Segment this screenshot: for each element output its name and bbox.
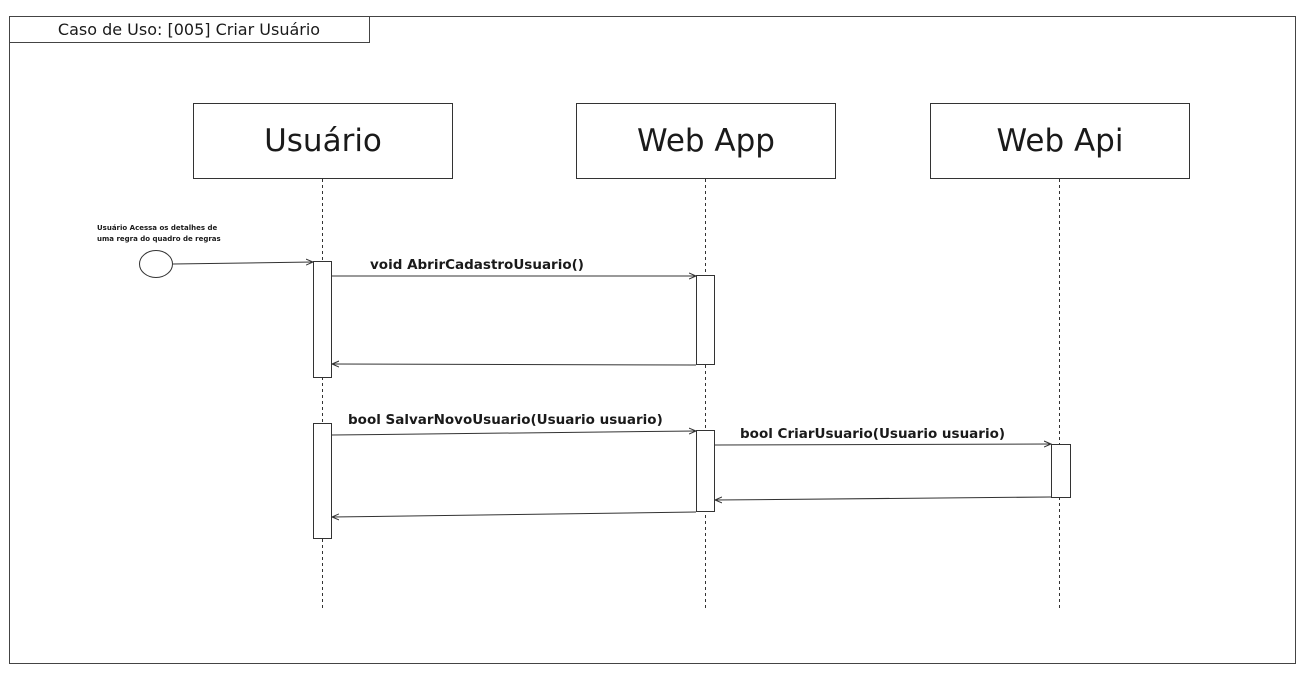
- initial-note-line2: uma regra do quadro de regras: [97, 235, 221, 243]
- activation-webapp-1: [696, 275, 715, 365]
- participant-usuario-box[interactable]: [193, 103, 453, 179]
- participant-usuario-label: Usuário: [264, 123, 382, 159]
- participant-webapi-box[interactable]: [930, 103, 1190, 179]
- activation-webapi-1: [1051, 444, 1071, 498]
- frame-title: Caso de Uso: [005] Criar Usuário: [58, 20, 320, 39]
- frame-title-tab: [9, 16, 370, 43]
- initial-note-line1: Usuário Acessa os detalhes de: [97, 224, 217, 232]
- message-arrow-return-1: [332, 364, 697, 365]
- message-arrow-return-webapi: [715, 497, 1052, 500]
- activation-usuario-2: [313, 423, 332, 539]
- participant-webapi-label: Web Api: [997, 123, 1124, 159]
- initial-arrow: [172, 262, 313, 264]
- message-label-salvar-novo: bool SalvarNovoUsuario(Usuario usuario): [348, 412, 663, 428]
- diagram-frame: [9, 16, 1296, 664]
- participant-webapp-label: Web App: [637, 123, 775, 159]
- message-label-criar-usuario: bool CriarUsuario(Usuario usuario): [740, 426, 1005, 442]
- message-arrow-criar-usuario: [714, 444, 1051, 445]
- initial-node[interactable]: [139, 250, 173, 278]
- participant-webapp[interactable]: Web App: [576, 103, 836, 179]
- participant-webapp-box[interactable]: [576, 103, 836, 179]
- participant-webapi[interactable]: Web Api: [930, 103, 1190, 179]
- message-arrow-return-2: [332, 511, 697, 517]
- activation-usuario-1: [313, 261, 332, 378]
- message-label-abrir-cadastro: void AbrirCadastroUsuario(): [370, 257, 584, 273]
- activation-webapp-2: [696, 430, 715, 512]
- participant-usuario[interactable]: Usuário: [193, 103, 453, 179]
- message-arrow-salvar-novo: [331, 431, 696, 436]
